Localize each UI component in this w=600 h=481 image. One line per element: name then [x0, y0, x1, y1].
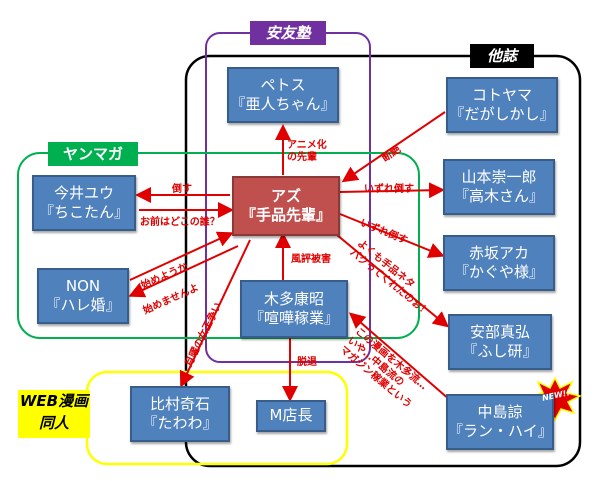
node-nakajima: 中島諒 『ラン・ハイ』	[446, 394, 554, 450]
node-m-name: M店長	[269, 406, 313, 425]
node-kotoyama-work: 『だがしかし』	[449, 105, 555, 123]
node-kida: 木多康昭 『喧嘩稼業』	[240, 280, 348, 338]
node-kotoyama: コトヤマ 『だがしかし』	[446, 77, 558, 133]
node-abe: 安部真弘 『ふし研』	[448, 314, 552, 370]
node-non-work: 『ハレ婚』	[45, 296, 121, 314]
node-azu: アズ 『手品先輩』	[232, 176, 340, 236]
node-imai-name: 今井ユウ	[53, 183, 114, 202]
node-azu-name: アズ	[270, 186, 301, 205]
node-hiimura: 比村奇石 『たわわ』	[130, 386, 230, 442]
edge-nakajima-kida	[348, 312, 451, 401]
node-nakajima-work: 『ラン・ハイ』	[448, 422, 553, 440]
node-petosu-work: 『亜人ちゃん』	[230, 95, 336, 113]
edge-azu-akasaka	[339, 213, 445, 258]
label-anime-1: アニメ化	[287, 140, 327, 151]
label-izure1: いずれ倒す	[364, 184, 414, 195]
node-non-name: NON	[65, 276, 101, 295]
node-m: M店長	[256, 400, 326, 432]
node-imai-work: 『ちこたん』	[38, 203, 129, 221]
label-omae: お前はどこの誰？	[140, 217, 220, 228]
node-yamamoto-name: 山本崇一郎	[461, 167, 537, 186]
group-label-web: WEB漫画 同人	[18, 390, 90, 438]
edge-azu-non	[128, 245, 239, 298]
node-petosu: ペトス 『亜人ちゃん』	[227, 67, 339, 123]
node-abe-name: 安部真弘	[469, 322, 530, 341]
label-fuhyo: 風評被害	[291, 254, 331, 265]
node-nakajima-name: 中島諒	[477, 402, 523, 421]
node-imai: 今井ユウ 『ちこたん』	[32, 175, 136, 231]
node-akasaka: 赤坂アカ 『かぐや様』	[443, 235, 555, 291]
node-non: NON 『ハレ婚』	[37, 268, 129, 324]
node-azu-work: 『手品先輩』	[240, 206, 331, 224]
group-label-yanmaga: ヤンマガ	[48, 142, 138, 166]
node-yamamoto: 山本崇一郎 『高木さん』	[443, 159, 555, 215]
edge-azu-abe	[336, 234, 450, 328]
group-label-web-text: WEB漫画 同人	[19, 392, 89, 432]
node-petosu-name: ペトス	[260, 75, 306, 94]
label-anime-2: の先輩	[287, 152, 317, 163]
node-akasaka-name: 赤坂アカ	[468, 243, 529, 262]
label-dattai: 脱退	[297, 357, 317, 368]
node-abe-work: 『ふし研』	[462, 342, 538, 360]
tashi-frame	[184, 54, 582, 468]
node-kotoyama-name: コトヤマ	[471, 85, 532, 104]
label-anime: アニメ化 の先輩	[287, 140, 327, 164]
edge-azu-hiimura	[179, 239, 251, 388]
node-yamamoto-work: 『高木さん』	[453, 187, 544, 205]
node-akasaka-work: 『かぐや様』	[453, 263, 544, 281]
edge-kotoyama-azu	[341, 111, 446, 183]
node-kida-name: 木多康昭	[263, 289, 324, 308]
node-kida-work: 『喧嘩稼業』	[248, 309, 339, 327]
node-hiimura-name: 比村奇石	[149, 394, 210, 413]
label-taosu: 倒す	[172, 184, 192, 195]
node-hiimura-work: 『たわわ』	[142, 414, 218, 432]
edge-non-azu	[129, 231, 234, 281]
group-label-tashi: 他誌	[470, 44, 534, 68]
edge-azu-yamamoto	[339, 182, 445, 199]
group-label-anyujuku: 安友塾	[250, 21, 326, 45]
